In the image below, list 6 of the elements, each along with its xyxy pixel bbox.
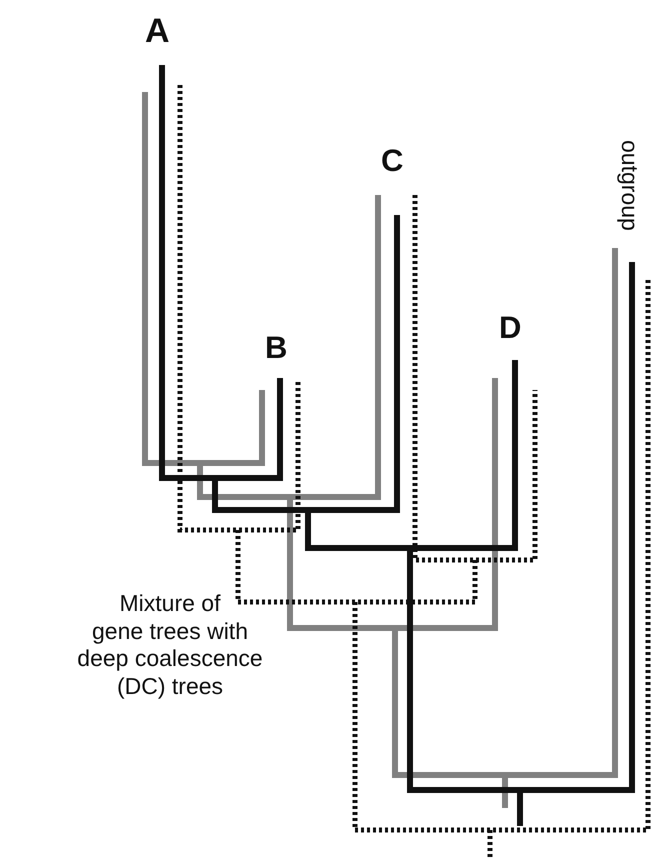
taxon-label: C <box>381 145 404 176</box>
taxon-label: D <box>499 312 522 343</box>
taxon-label: B <box>265 332 288 363</box>
caption-text: Mixture of gene trees with deep coalescence (DC) trees <box>76 590 264 700</box>
taxon-label: A <box>145 14 170 48</box>
taxon-label: outgroup <box>618 140 641 233</box>
